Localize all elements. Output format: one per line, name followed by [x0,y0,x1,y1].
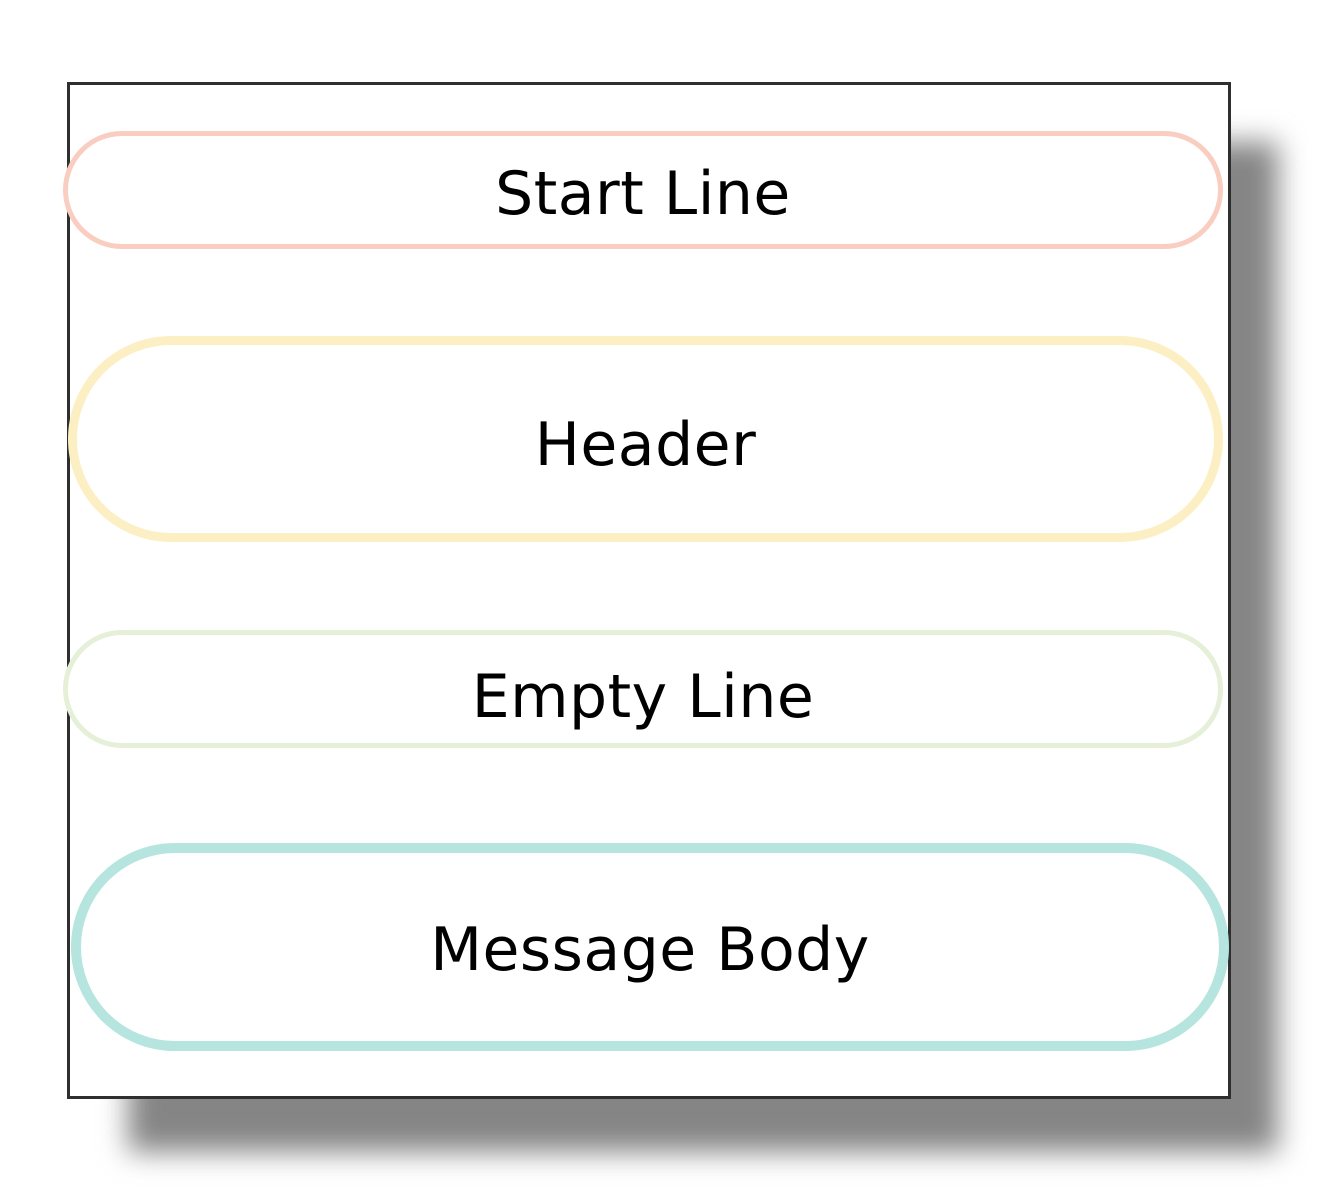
start-line-block: Start Line [63,131,1223,249]
message-body-block: Message Body [71,843,1229,1051]
empty-line-label: Empty Line [471,662,815,732]
start-line-label: Start Line [495,159,791,229]
header-block: Header [68,336,1223,542]
message-body-label: Message Body [430,915,870,985]
empty-line-block: Empty Line [63,630,1223,748]
header-label: Header [534,410,757,480]
